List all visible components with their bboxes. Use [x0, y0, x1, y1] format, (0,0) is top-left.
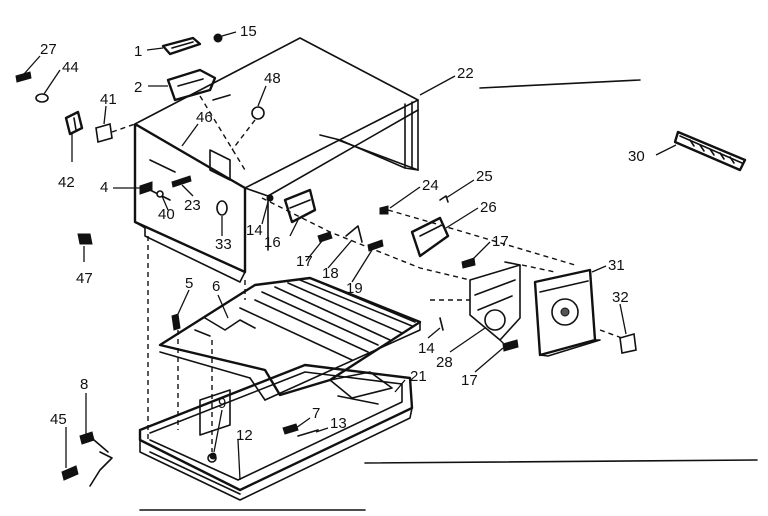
- callout-26: 26: [480, 199, 497, 216]
- reference-line-lower: [364, 459, 758, 464]
- callout-22: 22: [457, 65, 474, 82]
- callout-17-middle: 17: [296, 253, 313, 270]
- callout-42: 42: [58, 174, 75, 191]
- callout-47: 47: [76, 270, 93, 287]
- callout-18: 18: [322, 265, 339, 282]
- callout-44: 44: [62, 59, 79, 76]
- callout-17-upper-right: 17: [492, 233, 509, 250]
- grate-assembly-6-18: [158, 276, 422, 401]
- callout-14-lower: 14: [418, 340, 435, 357]
- assembly-guide-lines: [111, 95, 623, 452]
- callout-6: 6: [212, 278, 220, 295]
- reference-line-upper: [479, 79, 641, 89]
- callout-41: 41: [100, 91, 117, 108]
- callout-16: 16: [264, 234, 281, 251]
- callout-31: 31: [608, 257, 625, 274]
- callout-46: 46: [196, 109, 213, 126]
- callout-32: 32: [612, 289, 629, 306]
- callout-17-lower: 17: [461, 372, 478, 389]
- callout-15: 15: [240, 23, 257, 40]
- callout-1: 1: [134, 43, 142, 60]
- callout-25: 25: [476, 168, 493, 185]
- callout-48: 48: [264, 70, 281, 87]
- callout-13: 13: [330, 415, 347, 432]
- grill-bar-30: [673, 130, 747, 172]
- callout-28: 28: [436, 354, 453, 371]
- callout-30: 30: [628, 148, 645, 165]
- burner-bracket-28: [469, 261, 521, 341]
- base-pan-21: [138, 363, 414, 501]
- callout-33: 33: [215, 236, 232, 253]
- callout-21: 21: [410, 368, 427, 385]
- callout-4: 4: [100, 179, 108, 196]
- leader-lines: [23, 31, 677, 481]
- callout-7: 7: [312, 405, 320, 422]
- callout-45: 45: [50, 411, 67, 428]
- housing-22: [133, 37, 419, 283]
- callout-19: 19: [346, 280, 363, 297]
- small-parts: [15, 33, 637, 487]
- callout-24: 24: [422, 177, 439, 194]
- callout-14-upper: 14: [246, 222, 263, 239]
- callout-12: 12: [236, 427, 253, 444]
- callout-2: 2: [134, 79, 142, 96]
- callout-40: 40: [158, 206, 175, 223]
- callout-labels: 1 15 27 44 2 48 22 41 46 42 30 4 40 23 2…: [40, 23, 645, 444]
- callout-8: 8: [80, 376, 88, 393]
- callout-23: 23: [184, 197, 201, 214]
- end-panel-31: [533, 268, 601, 357]
- callout-5: 5: [185, 275, 193, 292]
- callout-9: 9: [218, 395, 226, 412]
- callout-27: 27: [40, 41, 57, 58]
